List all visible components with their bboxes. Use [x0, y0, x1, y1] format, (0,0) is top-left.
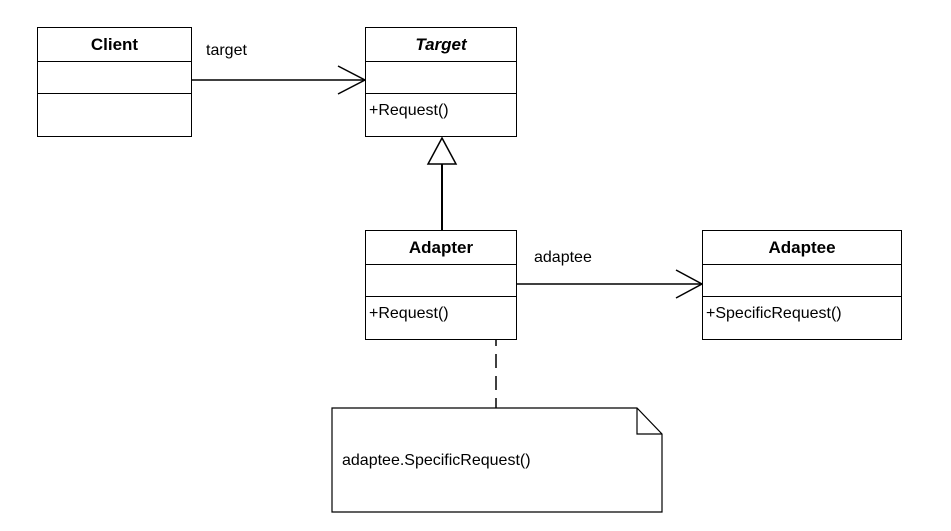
class-adapter-attributes [366, 265, 516, 297]
class-adapter-name: Adapter [366, 231, 516, 265]
class-target[interactable]: Target +Request() [365, 27, 517, 137]
class-target-attributes [366, 62, 516, 94]
class-client-operations [38, 94, 191, 128]
class-adaptee-name: Adaptee [703, 231, 901, 265]
class-target-name: Target [366, 28, 516, 62]
class-adapter-operation: +Request() [369, 305, 449, 322]
note-fold [636, 408, 662, 435]
class-adapter[interactable]: Adapter +Request() [365, 230, 517, 340]
association-label-adaptee: adaptee [534, 249, 592, 266]
class-adaptee-operation: +SpecificRequest() [706, 305, 842, 322]
generalization-triangle [426, 136, 458, 165]
class-client-attributes [38, 62, 191, 94]
class-target-operation: +Request() [369, 102, 449, 119]
note-shape [331, 407, 663, 513]
class-client-name: Client [38, 28, 191, 62]
class-client[interactable]: Client [37, 27, 192, 137]
note-text: adaptee.SpecificRequest() [342, 452, 531, 469]
class-adaptee[interactable]: Adaptee +SpecificRequest() [702, 230, 902, 340]
association-label-target: target [206, 42, 247, 59]
class-adaptee-attributes [703, 265, 901, 297]
